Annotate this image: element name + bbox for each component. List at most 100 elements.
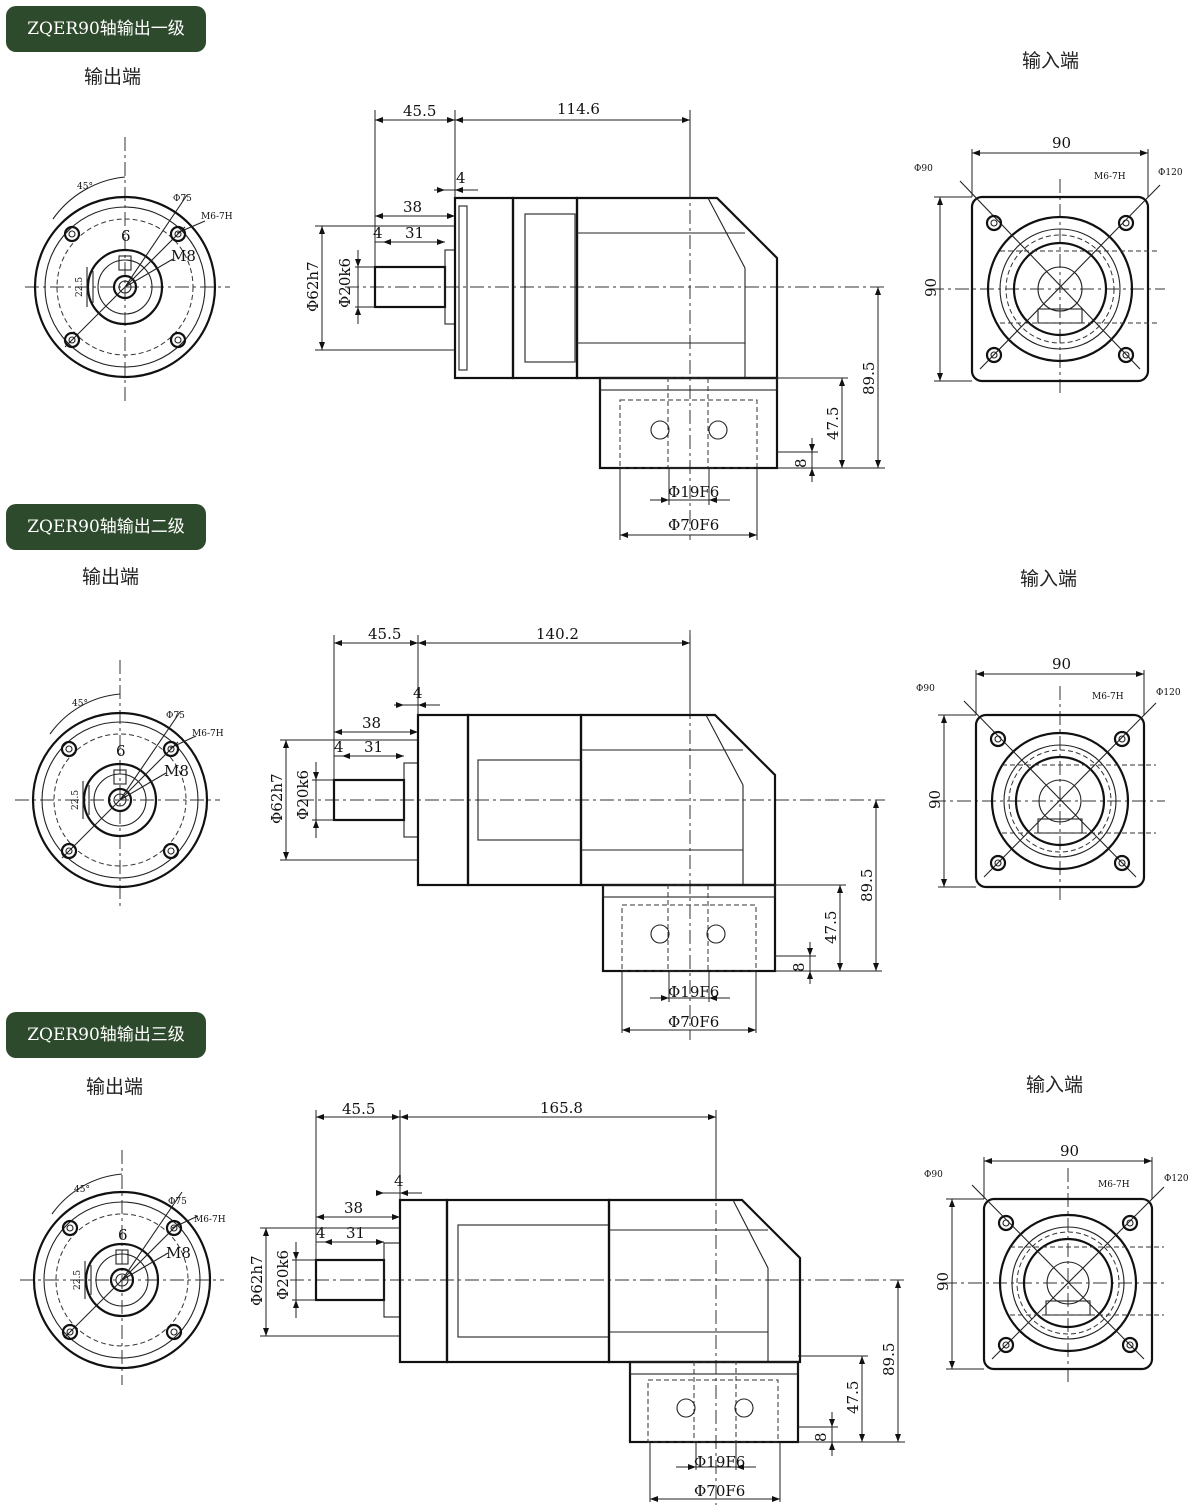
body-length-label: 165.8 <box>540 1099 583 1117</box>
base-height-label: 47.5 <box>822 911 840 944</box>
section-title-badge: ZQER90轴输出三级 <box>6 1012 206 1058</box>
bolt-circle-label: Φ75 <box>166 711 185 721</box>
input-width-label: 90 <box>1052 134 1071 152</box>
output-front-view: 45° Φ75 M6-7H 6 M8 22.5 <box>25 137 233 405</box>
bolt-hole <box>60 740 78 758</box>
bolt-circle-label: Φ75 <box>168 1197 187 1207</box>
bolt-hole <box>162 740 180 758</box>
input-bore-label: Φ19F6 <box>694 1453 745 1471</box>
input-end-label: 输入端 <box>1026 1074 1084 1096</box>
body-length-label: 140.2 <box>536 625 579 643</box>
input-end-label: 输入端 <box>1022 50 1080 72</box>
thread-spec-label: M6-7H <box>192 729 224 739</box>
flange-dia-label: Φ62h7 <box>304 261 322 312</box>
bolt-hole <box>1113 730 1131 748</box>
flange-dia-label: Φ62h7 <box>248 1255 266 1306</box>
outer-dia-label: Φ120 <box>1158 168 1183 178</box>
flange-thickness-label: 4 <box>394 1172 404 1190</box>
output-front-view: 45° Φ75 M6-7H 6 M8 22.5 <box>20 1150 226 1385</box>
key-length-label: 31 <box>346 1224 365 1242</box>
thread-label: M8 <box>171 247 196 265</box>
outer-dia-label: Φ120 <box>1164 1174 1189 1184</box>
input-end-view: 90 90 Φ90 M6-7H Φ120 <box>924 1142 1189 1383</box>
shaft-length-label: 38 <box>362 714 381 732</box>
base-thickness-label: 8 <box>790 962 808 972</box>
input-spigot-label: Φ70F6 <box>668 516 719 534</box>
bolt-hole <box>169 331 187 349</box>
center-dim-label: 22.5 <box>73 1270 83 1290</box>
thread-label: M8 <box>166 1244 191 1262</box>
bolt-hole <box>989 730 1007 748</box>
drawing-section: 45° Φ75 M6-7H 6 M8 22.5 <box>25 100 1183 540</box>
shaft-dia-label: Φ20k6 <box>294 770 312 820</box>
bolt-hole <box>60 842 78 860</box>
shaft-dia-label: Φ20k6 <box>336 258 354 308</box>
thread-spec-label: M6-7H <box>201 212 233 222</box>
base-height-label: 47.5 <box>824 407 842 440</box>
center-dim-label: 22.5 <box>75 277 85 297</box>
center-dim-label: 22.5 <box>71 790 81 810</box>
thread-spec-label: M6-7H <box>194 1215 226 1225</box>
angle-label: 45° <box>74 1185 90 1195</box>
bolt-circle-label: Φ75 <box>173 194 192 204</box>
outer-dia-label: Φ120 <box>1156 688 1181 698</box>
bolt-dia-label: Φ90 <box>914 164 933 174</box>
flange-thickness-label: 4 <box>413 684 423 702</box>
bolt-hole <box>989 854 1007 872</box>
input-end-label: 输入端 <box>1020 568 1078 590</box>
input-end-view: 90 90 Φ90 M6-7H Φ120 <box>914 134 1183 394</box>
key-width-label: 6 <box>118 1226 128 1244</box>
side-view: 45.5 114.6 4 38 4 31 Φ62h7 Φ20k6 89.5 <box>304 100 885 540</box>
thread-spec-label: M6-7H <box>1092 692 1124 702</box>
drawing-section: 45° Φ75 M6-7H 6 M8 22.5 45.5 140.2 <box>15 625 1181 1040</box>
bolt-dia-label: Φ90 <box>924 1170 943 1180</box>
center-height-label: 89.5 <box>858 869 876 902</box>
input-bore-label: Φ19F6 <box>668 983 719 1001</box>
input-height-label: 90 <box>934 1272 952 1291</box>
angle-label: 45° <box>77 182 93 192</box>
bolt-hole <box>61 1323 79 1341</box>
section-title-badge: ZQER90轴输出一级 <box>6 6 206 52</box>
input-spigot-label: Φ70F6 <box>668 1013 719 1031</box>
key-offset-label: 4 <box>316 1224 326 1242</box>
shaft-length-label: 38 <box>403 198 422 216</box>
drawing-section: 45° Φ75 M6-7H 6 M8 22.5 45.5 165.8 <box>20 1099 1189 1505</box>
flange-length-label: 45.5 <box>342 1100 375 1118</box>
bolt-hole <box>1121 1214 1139 1232</box>
input-end-view: 90 90 Φ90 M6-7H Φ120 <box>916 655 1181 901</box>
shaft-length-label: 38 <box>344 1199 363 1217</box>
input-spigot-label: Φ70F6 <box>694 1482 745 1500</box>
center-height-label: 89.5 <box>860 362 878 395</box>
thread-label: M8 <box>164 762 189 780</box>
bolt-hole <box>997 1336 1015 1354</box>
bolt-hole <box>165 1219 183 1237</box>
side-view: 45.5 165.8 4 38 4 31 Φ62h7 Φ20k6 89.5 <box>248 1099 905 1505</box>
thread-spec-label: M6-7H <box>1098 1180 1130 1190</box>
bolt-dia-label: Φ90 <box>916 684 935 694</box>
input-height-label: 90 <box>922 278 940 297</box>
shaft-dia-label: Φ20k6 <box>274 1250 292 1300</box>
output-end-label: 输出端 <box>86 1076 144 1098</box>
base-height-label: 47.5 <box>844 1381 862 1414</box>
flange-thickness-label: 4 <box>456 169 466 187</box>
thread-spec-label: M6-7H <box>1094 172 1126 182</box>
key-length-label: 31 <box>364 738 383 756</box>
input-bore-label: Φ19F6 <box>668 483 719 501</box>
body-length-label: 114.6 <box>557 100 600 118</box>
angle-label: 45° <box>72 699 88 709</box>
bolt-hole <box>63 225 81 243</box>
bolt-hole <box>985 346 1003 364</box>
flange-dia-label: Φ62h7 <box>268 773 286 824</box>
key-width-label: 6 <box>121 227 131 245</box>
output-end-label: 输出端 <box>84 66 142 88</box>
bolt-hole <box>169 225 187 243</box>
section-title-badge: ZQER90轴输出二级 <box>6 504 206 550</box>
bolt-hole <box>985 214 1003 232</box>
key-offset-label: 4 <box>334 738 344 756</box>
bolt-hole <box>1117 346 1135 364</box>
center-height-label: 89.5 <box>880 1343 898 1376</box>
bolt-hole <box>1117 214 1135 232</box>
input-height-label: 90 <box>926 790 944 809</box>
output-front-view: 45° Φ75 M6-7H 6 M8 22.5 <box>15 660 224 910</box>
bolt-hole <box>1121 1336 1139 1354</box>
